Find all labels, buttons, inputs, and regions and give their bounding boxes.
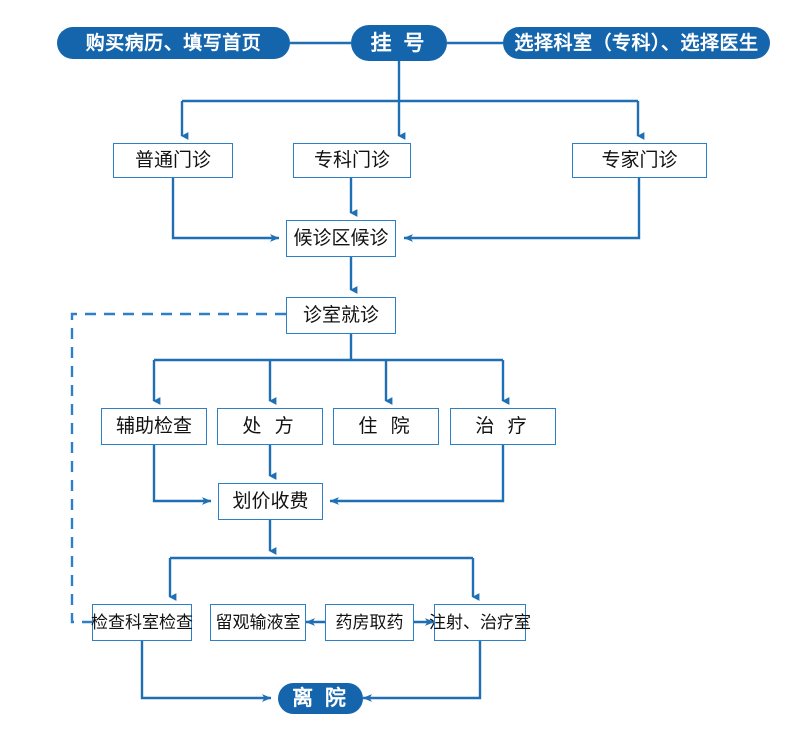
- node-buy-record-label: 购买病历、填写首页: [85, 32, 262, 54]
- node-consult-room[interactable]: 诊室就诊: [286, 297, 396, 334]
- node-specialty-clinic[interactable]: 专科门诊: [293, 143, 411, 178]
- node-general-clinic-label: 普通门诊: [134, 150, 211, 171]
- node-auxiliary-exam-label: 辅助检查: [115, 416, 192, 437]
- node-treatment[interactable]: 治 疗: [450, 408, 556, 445]
- node-general-clinic[interactable]: 普通门诊: [113, 143, 233, 178]
- edge-exam-back-to-consult-dashed: [70, 312, 286, 624]
- node-injection-treatment-label: 注射、治疗室: [429, 613, 531, 632]
- edge-expert-to-waiting: [403, 177, 641, 242]
- node-prescription[interactable]: 处 方: [217, 408, 323, 445]
- node-observation-infusion-label: 留观输液室: [215, 613, 301, 632]
- node-waiting-area[interactable]: 候诊区候诊: [286, 220, 396, 257]
- node-observation-infusion[interactable]: 留观输液室: [210, 604, 306, 641]
- node-pricing-payment[interactable]: 划价收费: [218, 483, 323, 520]
- node-registration-label: 挂 号: [370, 31, 428, 55]
- node-choose-department-label: 选择科室（专科）、选择医生: [514, 32, 759, 54]
- node-inpatient-label: 住 院: [358, 416, 414, 437]
- edge-auxiliary-to-pricing: [152, 445, 212, 505]
- edge-injection-to-leave: [362, 641, 482, 702]
- node-choose-department[interactable]: 选择科室（专科）、选择医生: [503, 27, 770, 59]
- node-consult-room-label: 诊室就诊: [302, 305, 379, 326]
- node-exam-department-label: 检查科室检查: [91, 613, 193, 632]
- node-specialty-clinic-label: 专科门诊: [313, 150, 390, 171]
- node-pharmacy[interactable]: 药房取药: [325, 604, 414, 641]
- node-injection-treatment[interactable]: 注射、治疗室: [429, 604, 531, 641]
- node-treatment-label: 治 疗: [475, 416, 531, 437]
- edge-exam-to-leave: [140, 641, 272, 702]
- node-auxiliary-exam[interactable]: 辅助检查: [101, 408, 207, 445]
- node-expert-clinic[interactable]: 专家门诊: [572, 143, 707, 178]
- node-pharmacy-label: 药房取药: [335, 613, 404, 632]
- node-leave-hospital-label: 离 院: [292, 687, 349, 710]
- node-inpatient[interactable]: 住 院: [333, 408, 439, 445]
- node-waiting-area-label: 候诊区候诊: [293, 228, 389, 249]
- node-leave-hospital[interactable]: 离 院: [278, 683, 363, 714]
- node-exam-department[interactable]: 检查科室检查: [91, 604, 193, 641]
- node-registration[interactable]: 挂 号: [351, 25, 447, 61]
- node-buy-record[interactable]: 购买病历、填写首页: [57, 27, 290, 59]
- node-expert-clinic-label: 专家门诊: [601, 150, 678, 171]
- edge-treatment-to-pricing: [329, 445, 505, 505]
- node-prescription-label: 处 方: [242, 416, 298, 437]
- edge-general-to-waiting: [171, 177, 280, 242]
- node-pricing-payment-label: 划价收费: [232, 491, 309, 512]
